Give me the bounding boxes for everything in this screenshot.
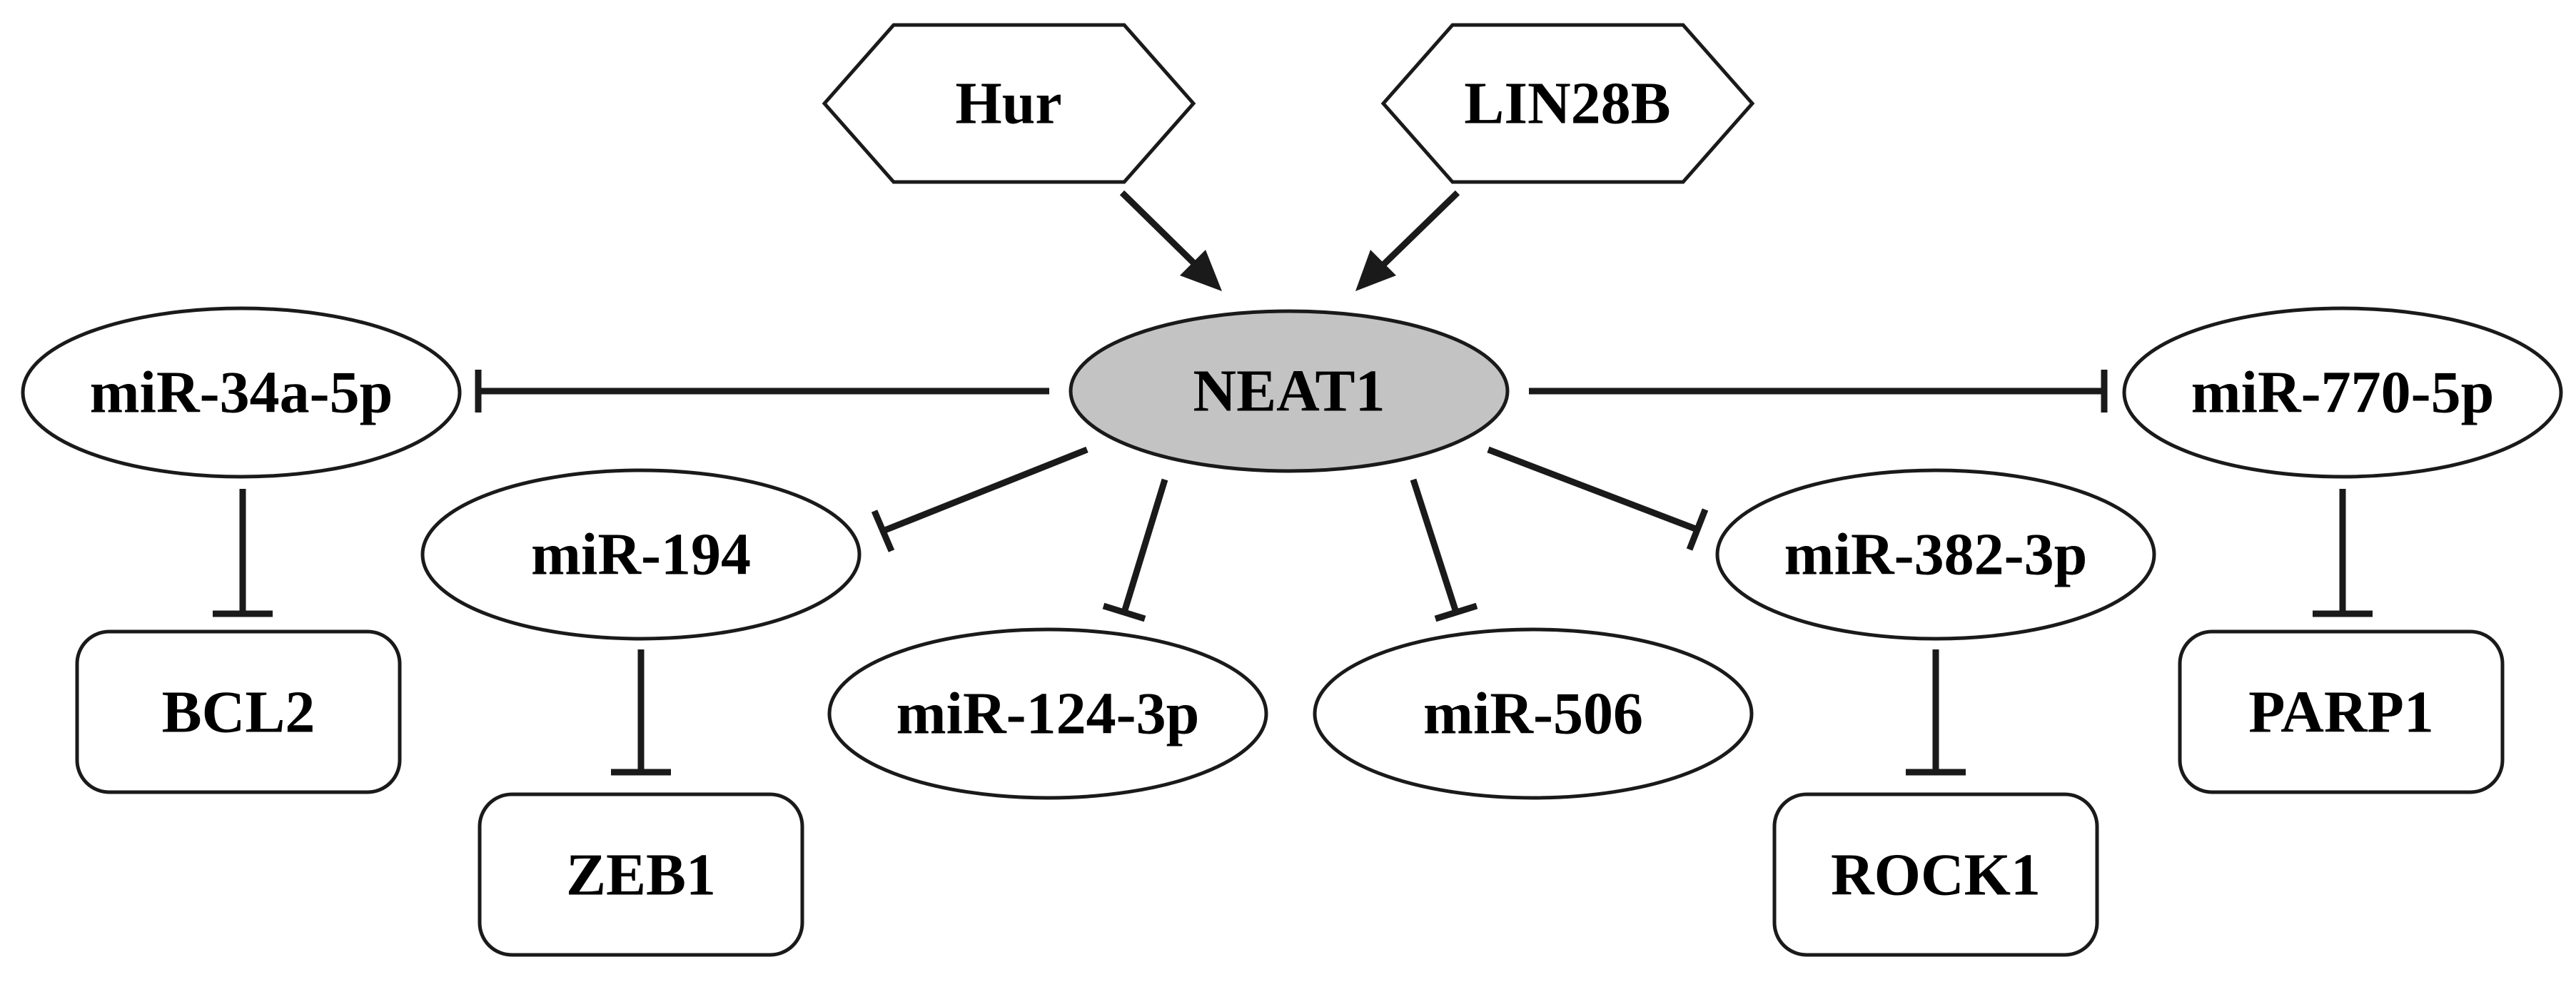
node-neat1: NEAT1 <box>1069 309 1510 473</box>
hexagon-shape <box>1380 23 1755 184</box>
node-label-parp1: PARP1 <box>2248 679 2434 746</box>
edge-mir34a-inhibits-bcl2 <box>213 489 273 617</box>
node-rock1: ROCK1 <box>1772 792 2099 957</box>
node-zeb1: ZEB1 <box>478 792 804 957</box>
inhibition-bar-mir506 <box>1434 602 1478 622</box>
node-mir34a: miR-34a-5p <box>21 306 462 479</box>
ellipse-shape <box>21 306 462 479</box>
node-mir124: miR-124-3p <box>827 627 1268 800</box>
edges <box>213 190 2373 776</box>
node-label-mir506: miR-506 <box>1423 681 1643 747</box>
ellipse-shape <box>2122 306 2563 479</box>
node-label-mir124: miR-124-3p <box>896 681 1200 747</box>
nodes: Hur LIN28B NEAT1 miR-34a-5p miR-770-5p m… <box>21 23 2563 957</box>
node-parp1: PARP1 <box>2178 629 2505 794</box>
inhibition-bar-mir194 <box>871 510 895 552</box>
node-label-neat1: NEAT1 <box>1193 358 1385 425</box>
edge-neat1-inhibits-mir124 <box>1102 478 1168 622</box>
node-mir770: miR-770-5p <box>2122 306 2563 479</box>
edge-lin28b-to-neat1 <box>1355 190 1460 291</box>
edge-mir770-inhibits-parp1 <box>2313 489 2373 617</box>
edge-mir194-inhibits-zeb1 <box>611 649 671 776</box>
edge-neat1-inhibits-mir770 <box>1529 370 2108 412</box>
node-label-lin28b: LIN28B <box>1464 71 1670 137</box>
arrow-head-lin28b-neat1 <box>1355 250 1396 291</box>
rounded-rect-shape <box>1772 792 2099 957</box>
ellipse-shape <box>420 468 862 641</box>
inhibition-bar-mir382 <box>1686 508 1709 551</box>
node-label-rock1: ROCK1 <box>1831 842 2041 908</box>
hexagon-shape <box>822 23 1196 184</box>
node-label-hur: Hur <box>955 71 1061 137</box>
ellipse-shape <box>1313 627 1754 800</box>
node-label-mir382: miR-382-3p <box>1784 522 2088 588</box>
node-mir382: miR-382-3p <box>1715 468 2156 641</box>
edge-mir382-inhibits-rock1 <box>1906 649 1966 776</box>
node-label-zeb1: ZEB1 <box>566 842 716 908</box>
arrow-head-hur-neat1 <box>1180 250 1222 291</box>
node-mir194: miR-194 <box>420 468 862 641</box>
node-bcl2: BCL2 <box>75 629 402 794</box>
ellipse-shape <box>1715 468 2156 641</box>
edge-neat1-inhibits-mir34a <box>475 370 1049 412</box>
rounded-rect-shape <box>2178 629 2505 794</box>
ellipse-shape <box>827 627 1268 800</box>
node-label-bcl2: BCL2 <box>162 679 315 746</box>
edge-hur-to-neat1 <box>1119 190 1222 291</box>
node-lin28b: LIN28B <box>1380 23 1755 184</box>
edge-neat1-inhibits-mir382 <box>1487 446 1709 551</box>
node-label-mir770: miR-770-5p <box>2191 360 2495 426</box>
edge-neat1-inhibits-mir194 <box>871 446 1089 552</box>
node-label-mir194: miR-194 <box>531 522 751 588</box>
rounded-rect-shape <box>478 792 804 957</box>
ellipse-shape <box>1069 309 1510 473</box>
node-label-mir34a: miR-34a-5p <box>90 360 393 426</box>
node-hur: Hur <box>822 23 1196 184</box>
edge-neat1-inhibits-mir506 <box>1410 478 1478 622</box>
rounded-rect-shape <box>75 629 402 794</box>
inhibition-bar-mir124 <box>1102 602 1146 622</box>
node-mir506: miR-506 <box>1313 627 1754 800</box>
